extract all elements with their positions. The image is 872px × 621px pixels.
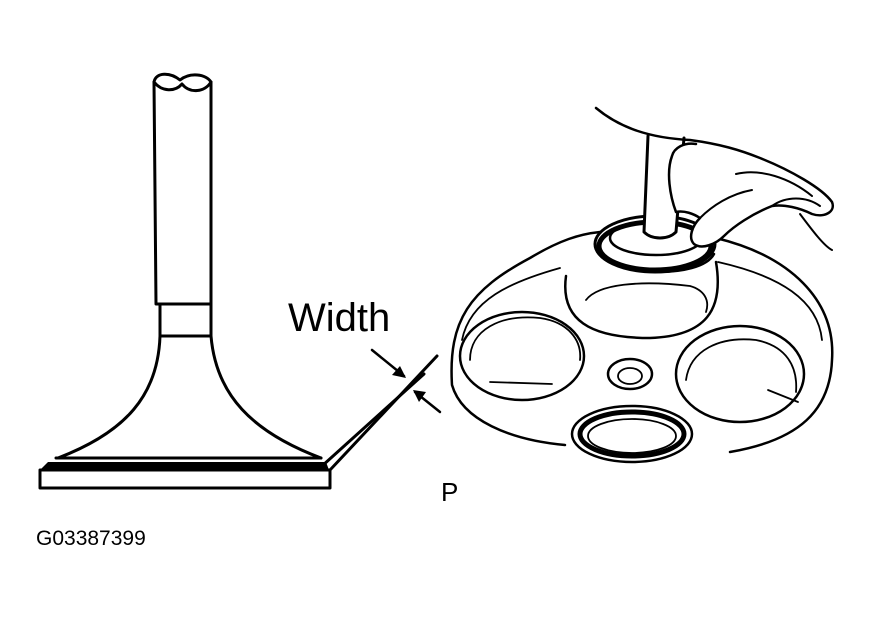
spark-plug-hole — [606, 357, 654, 391]
seat-width-indicator — [320, 348, 442, 472]
valve-stem — [56, 80, 323, 460]
top-port-shadow — [585, 282, 709, 313]
finger-line-2 — [735, 171, 813, 197]
spark-plug-hole-inner — [617, 367, 643, 385]
top-valve-port — [563, 260, 720, 340]
bottom-valve-seat — [577, 409, 687, 459]
width-arrowhead-inner — [413, 390, 426, 402]
chamber-inner-rim — [461, 261, 823, 341]
width-arrowhead-outer — [392, 366, 406, 378]
engine-valve — [38, 72, 332, 490]
finger-line-3 — [771, 197, 821, 207]
figure-id: G03387399 — [36, 527, 146, 550]
finger-line-1 — [699, 189, 753, 219]
left-valve-port — [458, 310, 586, 402]
point-label: P — [441, 477, 459, 507]
right-port-shadow — [685, 338, 798, 393]
right-valve-port — [674, 324, 806, 424]
width-label: Width — [288, 296, 391, 340]
hand — [594, 106, 835, 251]
right-port-lip — [767, 389, 799, 403]
width-guide-upper — [328, 354, 439, 472]
wrist-line — [799, 213, 833, 251]
valve-face-band — [40, 462, 329, 470]
valve-stem-break — [152, 72, 213, 92]
left-port-shadow — [469, 316, 581, 361]
hand-outline — [594, 106, 835, 248]
combustion-chamber-outline — [450, 230, 834, 454]
valve-head — [38, 468, 332, 490]
cylinder-head — [450, 230, 834, 464]
bottom-seat-inner — [587, 418, 677, 454]
lapping-valve-rim — [596, 250, 716, 274]
left-port-lip — [489, 381, 553, 385]
bottom-valve-port — [570, 404, 694, 464]
